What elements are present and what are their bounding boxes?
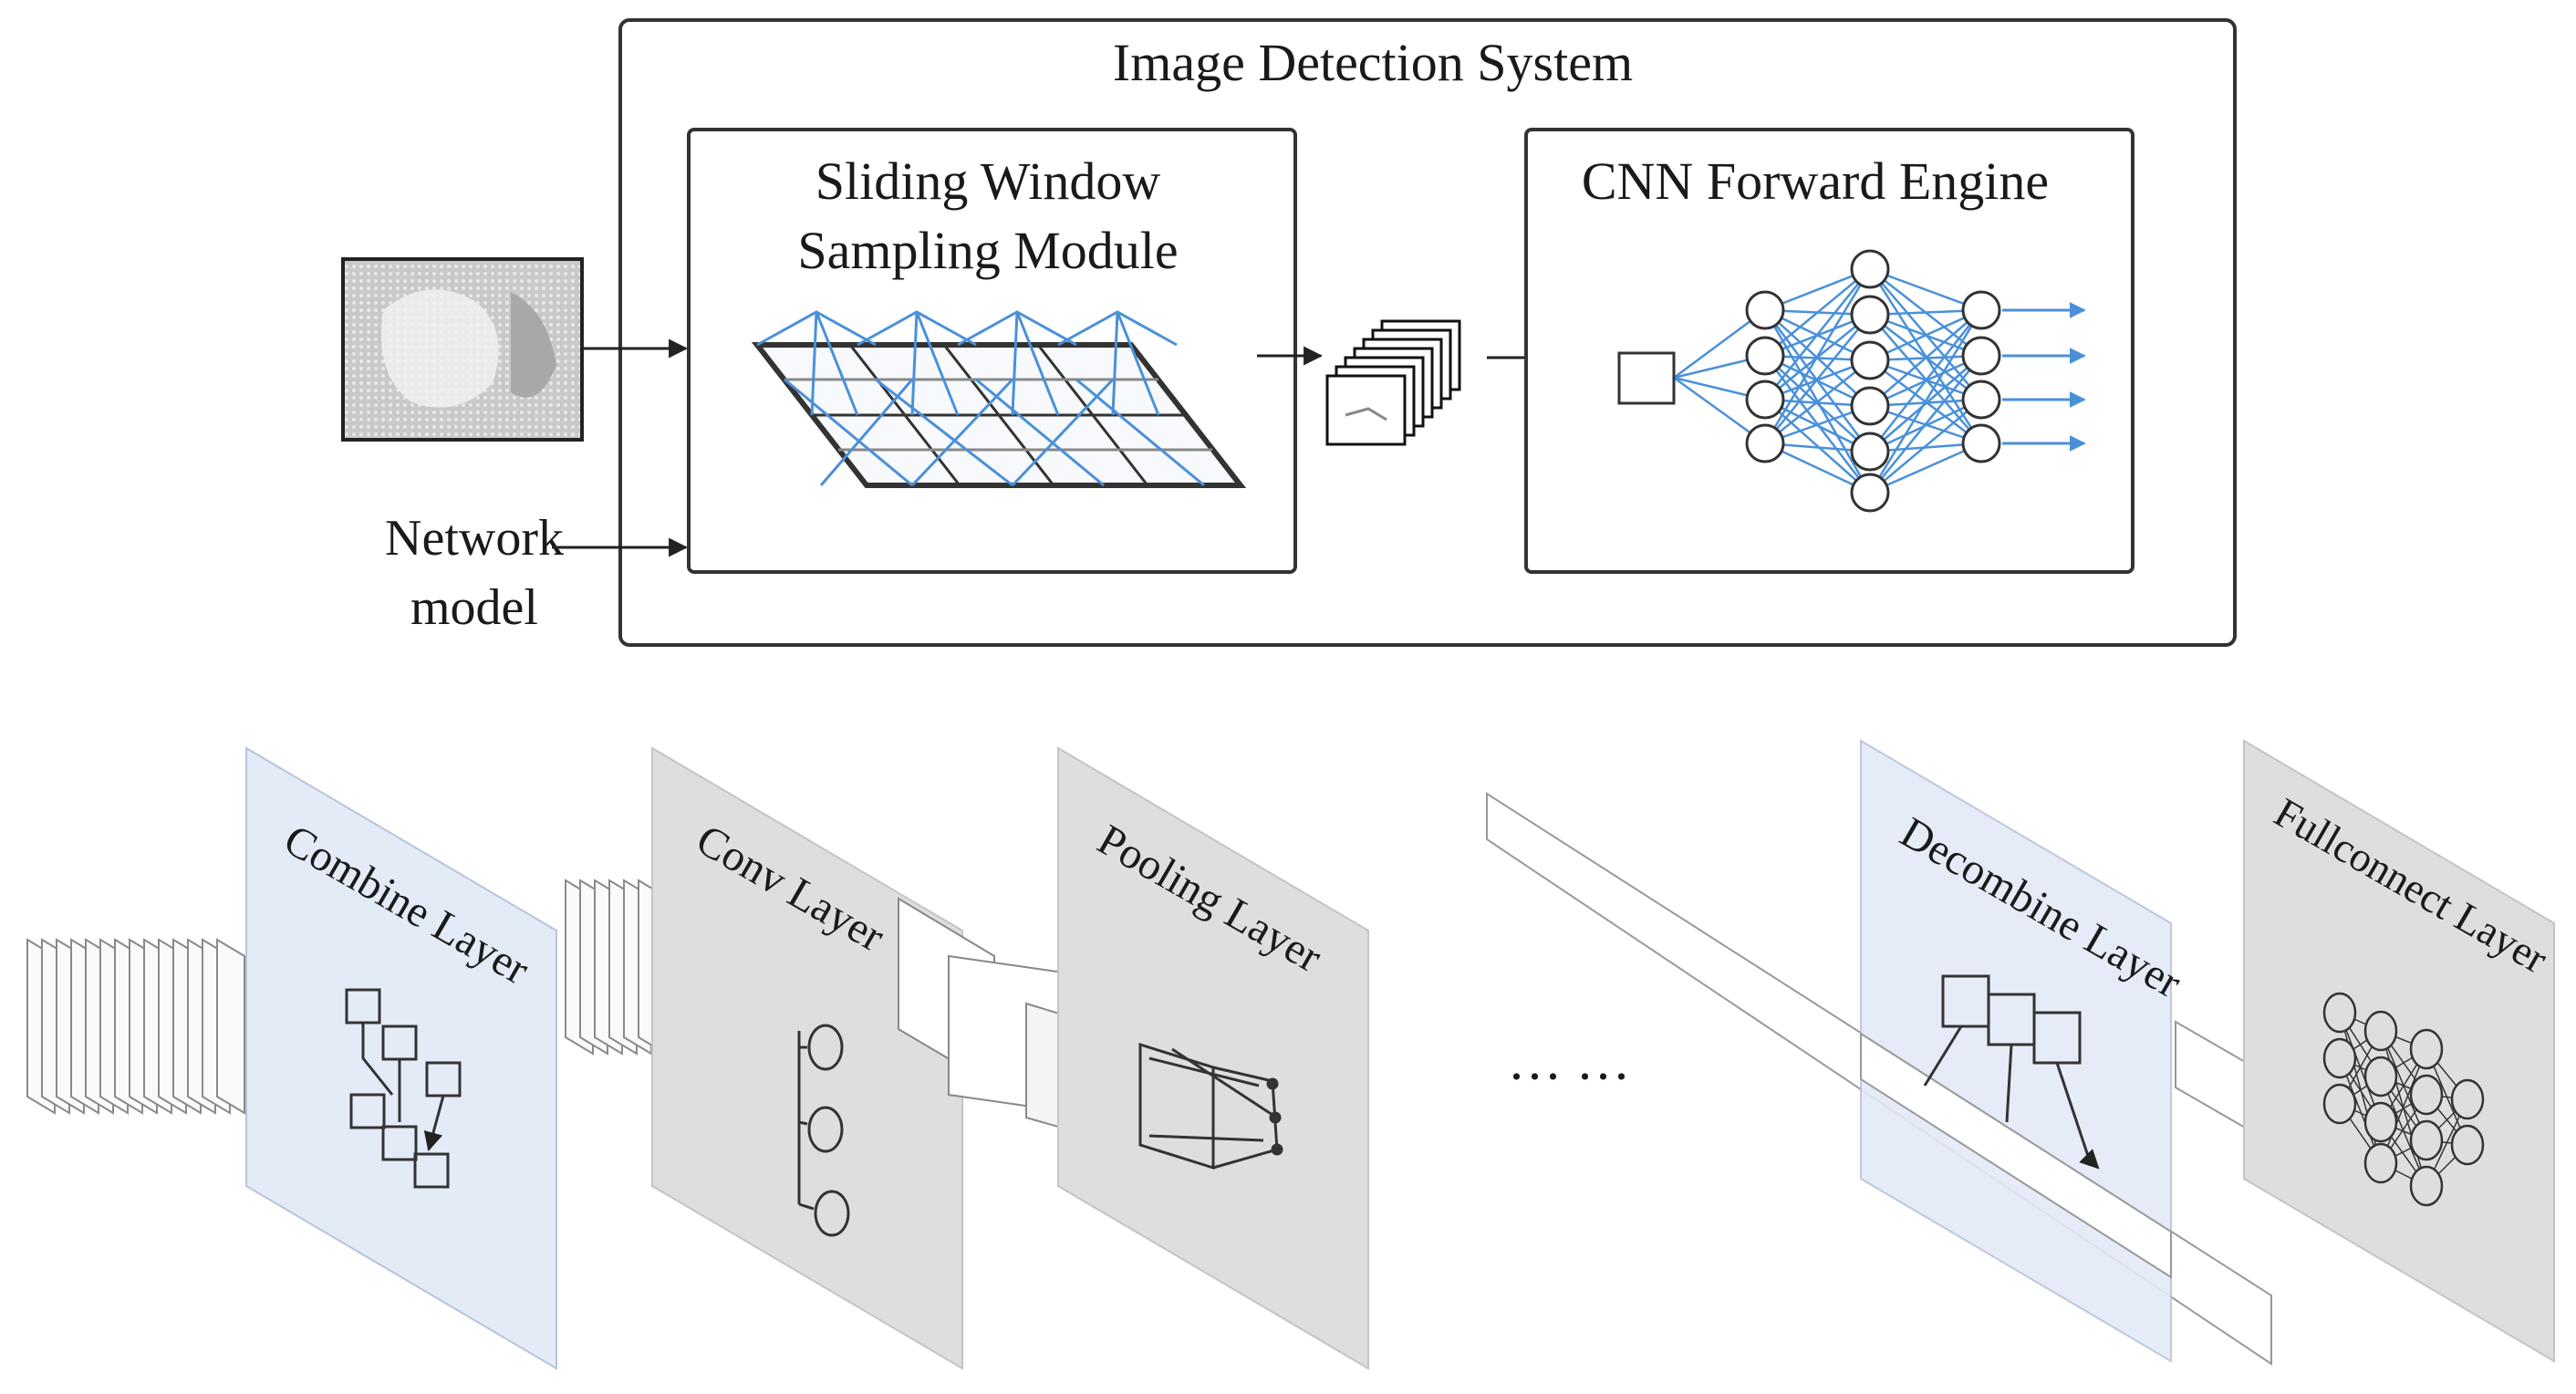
- fullconnect-icon: [2322, 992, 2485, 1207]
- fc-node: [2450, 1124, 2485, 1166]
- nn-node: [1850, 432, 1890, 472]
- combine-icon: [345, 988, 462, 1189]
- fullconnect-layer-panel: [2243, 739, 2555, 1363]
- nn-node: [1850, 340, 1890, 380]
- decombine-icon: [1923, 974, 2098, 1168]
- nn-node: [1745, 336, 1785, 376]
- fc-node: [2322, 1083, 2357, 1125]
- nn-edge: [1764, 314, 1871, 444]
- window-samples-stack: [1325, 319, 1461, 446]
- nn-node: [1850, 386, 1890, 426]
- input-image: [341, 257, 584, 442]
- image-detection-system-frame: [618, 18, 2237, 647]
- fc-edge: [2380, 1048, 2427, 1164]
- cnn-forward-engine-title: CNN Forward Engine: [1582, 151, 2049, 211]
- nn-edge: [1869, 309, 1982, 407]
- nn-edge: [1869, 442, 1982, 494]
- fc-node: [2363, 1010, 2398, 1052]
- sliding-window-module-title-line1: Sliding Window: [815, 151, 1161, 211]
- network-model-label-line2: model: [410, 579, 538, 636]
- nn-edge: [1869, 309, 1982, 453]
- stacked-sample: [216, 938, 245, 1115]
- fc-node: [2409, 1074, 2444, 1116]
- fc-node: [2450, 1078, 2485, 1120]
- nn-node: [1961, 336, 2001, 376]
- fc-node: [2363, 1056, 2398, 1098]
- input-sample-stack: [26, 938, 245, 1115]
- nn-edge: [1869, 308, 1982, 362]
- nn-edge: [1764, 268, 1871, 401]
- pooling-layer-panel: [1057, 746, 1369, 1370]
- fc-node: [2363, 1101, 2398, 1143]
- nn-node: [1745, 380, 1785, 420]
- nn-edge: [1764, 359, 1871, 444]
- network-model-label-line1: Network: [385, 510, 564, 567]
- fc-node: [2409, 1028, 2444, 1070]
- conv-icon: [797, 1024, 850, 1237]
- nn-edge: [1869, 355, 1982, 494]
- nn-edge: [1764, 268, 1871, 357]
- nn-node: [1850, 249, 1890, 289]
- fc-node: [2322, 1037, 2357, 1079]
- neural-network-icon: [1617, 249, 2086, 513]
- sliding-window-grid-icon: [751, 310, 1247, 488]
- conv-layer-panel: [651, 746, 963, 1370]
- fc-node: [2409, 1165, 2444, 1207]
- sliding-window-module-title-line2: Sampling Module: [797, 221, 1178, 280]
- pooling-icon: [1138, 1042, 1283, 1170]
- nn-edge: [1869, 355, 1982, 453]
- intermediate-layers-ellipsis: ··· ···: [1508, 1046, 1631, 1107]
- nn-node: [1961, 380, 2001, 420]
- fc-node: [2409, 1119, 2444, 1161]
- nn-node: [1961, 423, 2001, 463]
- nn-node: [1745, 290, 1785, 330]
- nn-node: [1850, 295, 1890, 335]
- fc-node: [2322, 992, 2357, 1034]
- nn-edge: [1869, 267, 1982, 312]
- nn-node: [1850, 473, 1890, 513]
- image-detection-system-title: Image Detection System: [1113, 33, 1633, 92]
- fc-node: [2363, 1142, 2398, 1184]
- nn-edge: [1763, 268, 1872, 444]
- nn-node: [1961, 290, 2001, 330]
- nn-edge: [1869, 399, 1982, 494]
- nn-node: [1745, 423, 1785, 463]
- nn-edge: [1868, 309, 1983, 494]
